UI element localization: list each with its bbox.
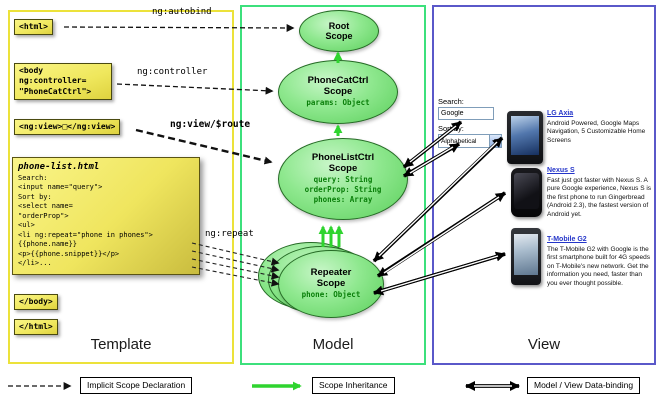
phone-link-tmobile-g2[interactable]: T-Mobile G2 [547,236,587,243]
model-panel-label: Model [312,336,354,353]
sort-select[interactable]: Alphabetical ▼ [438,134,502,148]
ng-controller-label: ng:controller [137,67,208,77]
phone-link-nexus-s[interactable]: Nexus S [547,167,575,174]
html-open-tag-box: <html> [14,19,53,36]
ng-view-route-label: ng:view/$route [170,119,251,130]
template-panel [8,10,234,364]
phone-list-template-note: phone-list.html Search: <input name="que… [12,157,200,276]
repeater-scope-ellipse: Repeater Scope phone: Object [278,250,384,318]
phonelistctrl-scope-prop-orderprop: orderProp: String [304,184,382,194]
phone-screen [514,173,539,209]
template-note-title: phone-list.html [18,162,100,172]
phone-description-nexus-s: Fast just got faster with Nexus S. A pur… [547,177,652,218]
view-panel-label: View [527,336,561,353]
legend-scope-inheritance: Scope Inheritance [312,377,395,394]
root-scope-ellipse: Root Scope [299,10,379,52]
ng-autobind-label: ng:autobind [152,7,212,17]
phone-image-tmobile-g2[interactable] [511,228,541,285]
template-note-code: Search: <input name="query"> Sort by: <s… [18,174,153,267]
dropdown-arrow-icon[interactable]: ▼ [489,135,501,147]
phone-screen [511,116,539,155]
phone-description-tmobile-g2: The T-Mobile G2 with Google is the first… [547,246,650,287]
legend-implicit-scope-declaration: Implicit Scope Declaration [80,377,193,394]
ng-repeat-label: ng:repeat [205,229,254,239]
root-scope-title: Root Scope [325,20,353,41]
sort-select-value: Alphabetical [441,137,477,145]
phonelistctrl-scope-title: PhoneListCtrl Scope [311,151,375,174]
search-input[interactable] [438,107,494,120]
html-close-tag-box: </html> [14,319,58,336]
legend-data-binding: Model / View Data-binding [527,377,641,394]
phone-image-nexus-s[interactable] [511,168,542,217]
phonecatctrl-scope-prop-params: params: Object [306,97,370,107]
phone-description-lg-axia: Android Powered, Google Maps Navigation,… [547,120,646,144]
phone-link-lg-axia[interactable]: LG Axia [547,110,574,117]
template-panel-label: Template [90,336,152,353]
repeater-scope-prop-phone: phone: Object [301,289,361,299]
search-label: Search: [438,97,464,106]
sort-by-label: Sort by: [438,124,464,133]
phone-screen [514,234,538,275]
ng-view-tag-box: <ng:view>□</ng:view> [14,119,121,136]
phonelistctrl-scope-prop-query: query: String [313,174,373,184]
body-close-tag-box: </body> [14,294,58,311]
body-controller-tag-box: <body ng:controller= "PhoneCatCtrl"> [14,63,112,101]
phonelistctrl-scope-ellipse: PhoneListCtrl Scope query: String orderP… [278,138,408,220]
repeater-scope-title: Repeater Scope [310,267,352,289]
phonecatctrl-scope-ellipse: PhoneCatCtrl Scope params: Object [278,60,398,124]
phonecatctrl-scope-title: PhoneCatCtrl Scope [307,75,369,97]
phone-image-lg-axia[interactable] [507,111,543,164]
phonelistctrl-scope-prop-phones: phones: Array [313,194,373,204]
